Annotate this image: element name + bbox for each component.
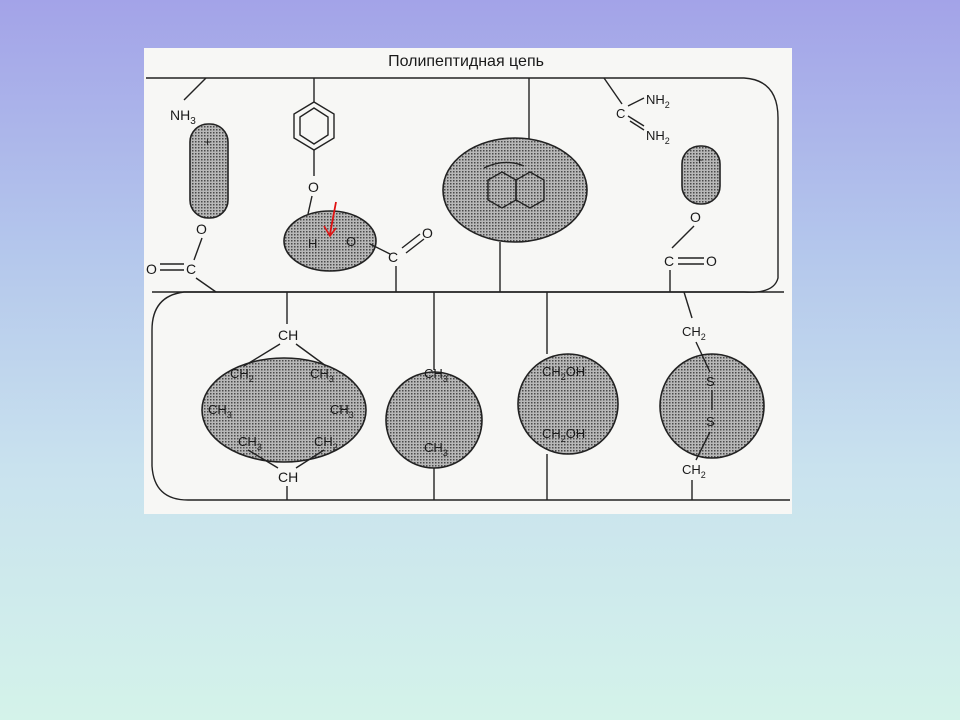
ch2-f: CH2	[314, 434, 338, 452]
plus-charge-2: +	[696, 153, 703, 167]
ch3-c: CH3	[208, 402, 232, 420]
oxygen-right: O	[690, 209, 701, 225]
nh2-top: NH2	[646, 92, 670, 110]
carbonyl-oxygen-mid: O	[422, 225, 433, 241]
hydrogen-label: H	[308, 236, 317, 251]
ch3-b: CH3	[310, 366, 334, 384]
nh3-label: NH3	[170, 107, 196, 127]
ch2-cys-top: CH2	[682, 324, 706, 342]
ch2oh-2: CH2OH	[542, 426, 585, 444]
hydrogen-bond-region	[283, 210, 377, 272]
hydrogen-bond-region-serine	[517, 353, 619, 455]
annotation-arrow	[329, 201, 337, 235]
carbon-arg: C	[616, 106, 625, 121]
diagram-canvas: Полипептидная цепь NH3 + O C O O H O- C …	[146, 53, 790, 501]
ch3-e: CH3	[238, 434, 262, 452]
annotation-arrowhead	[323, 225, 337, 238]
ch-top: CH	[278, 327, 298, 343]
sulfur-1: S	[706, 374, 715, 389]
ch-bottom: CH	[278, 469, 298, 485]
ch2oh-1: CH2OH	[542, 364, 585, 382]
phenol-oxygen: O	[308, 179, 319, 195]
hydrophobic-region-left	[201, 357, 367, 463]
carbon-mid: C	[388, 249, 398, 265]
ester-oxygen: O	[196, 221, 207, 237]
hydrophobic-region-aromatic	[442, 137, 588, 243]
carbonyl-oxygen-right: O	[706, 253, 717, 269]
figure-title: Полипептидная цепь	[388, 53, 544, 70]
carbonyl-oxygen-left: O	[146, 261, 157, 277]
plus-charge-1: +	[204, 135, 211, 149]
carbon-right: C	[664, 253, 674, 269]
ionic-bond-region-right	[681, 145, 721, 205]
ch3-d: CH3	[330, 402, 354, 420]
naphthalene-ring-2	[515, 171, 545, 209]
lower-chain	[151, 291, 790, 501]
ch3-ala-1: CH3	[424, 366, 448, 384]
ch2-a: CH2	[230, 366, 254, 384]
ch3-ala-2: CH3	[424, 440, 448, 458]
nh2-bottom: NH2	[646, 128, 670, 146]
o-negative-label: O-	[346, 232, 359, 249]
sulfur-2: S	[706, 414, 715, 429]
ch2-cys-bottom: CH2	[682, 462, 706, 480]
carbon-left: C	[186, 261, 196, 277]
ionic-bond-region-left	[189, 123, 229, 219]
protein-structure-figure: Полипептидная цепь NH3 + O C O O H O- C …	[144, 48, 792, 514]
